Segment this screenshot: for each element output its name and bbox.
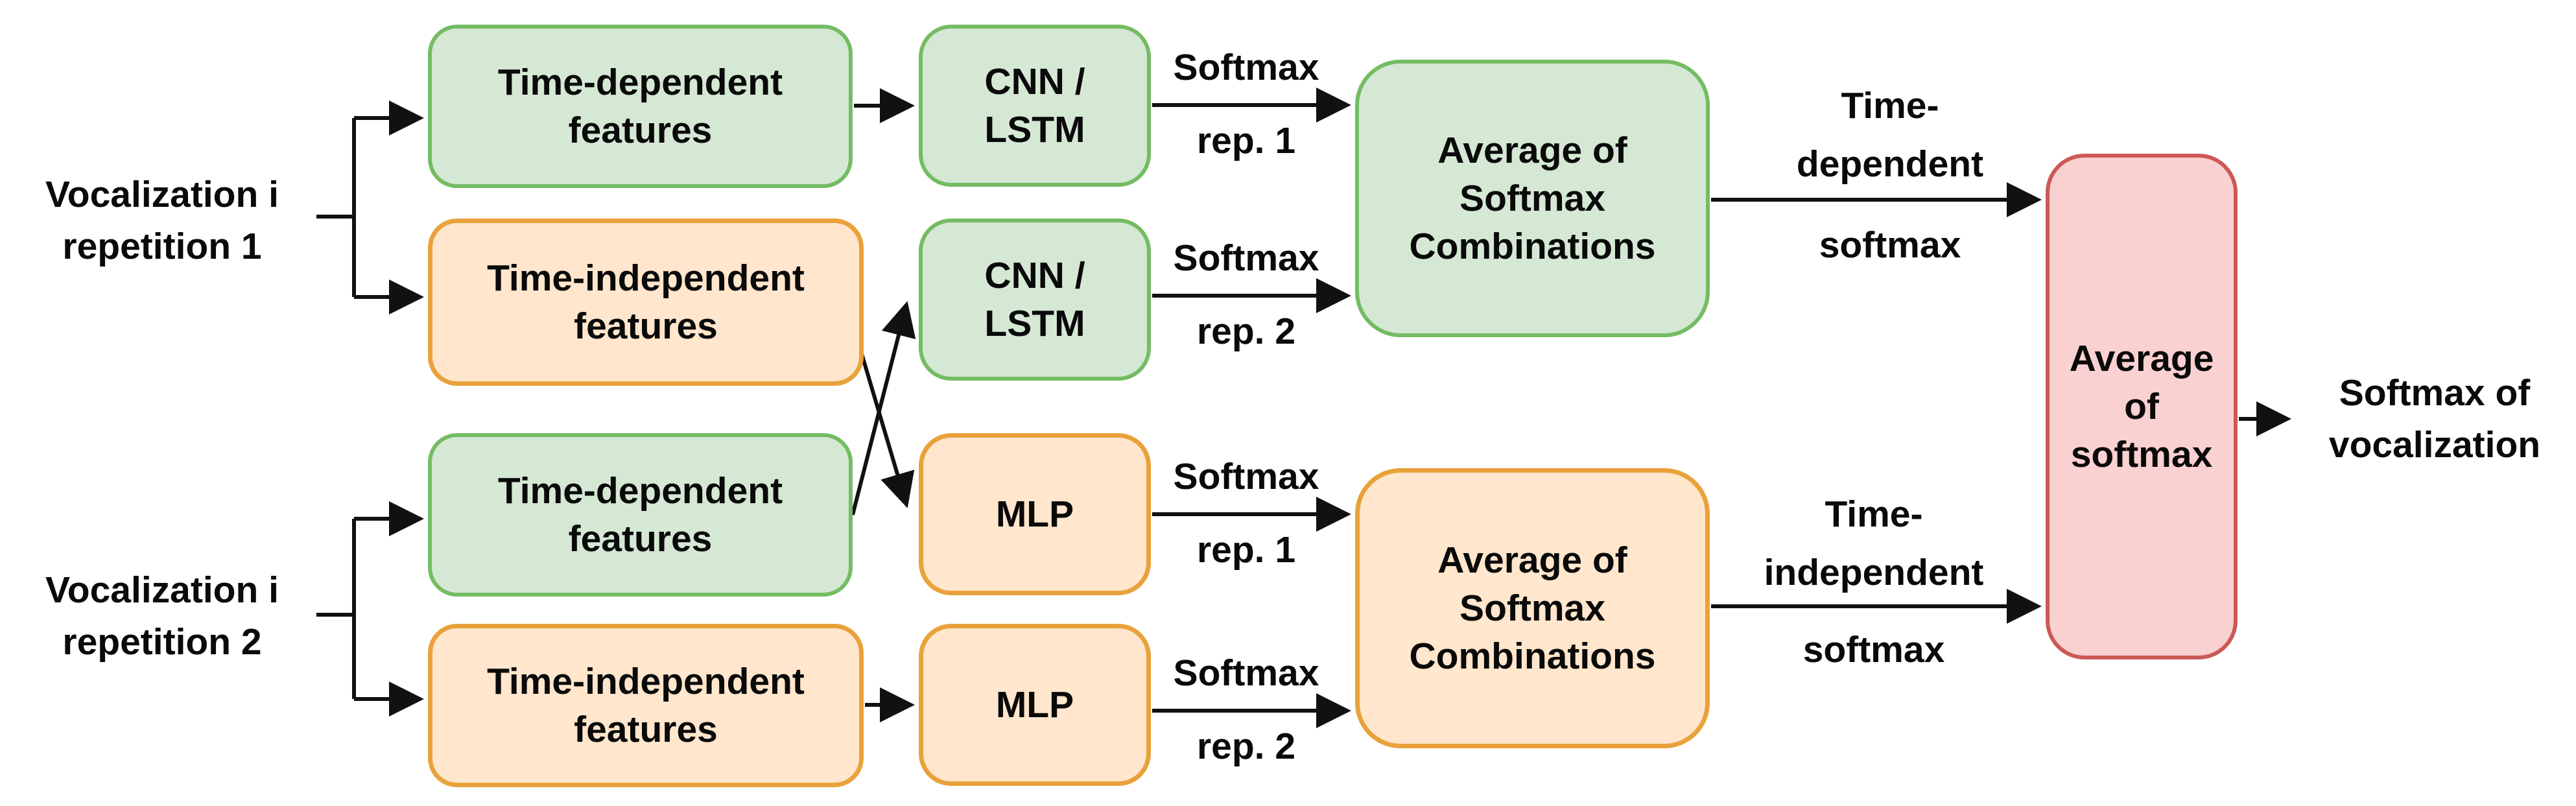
- time-dependent-features-rep2-box: Time-dependent features: [428, 433, 853, 597]
- average-of-softmax-final-box: Average of softmax: [2046, 154, 2238, 659]
- cnn-lstm-rep2-label: CNN / LSTM: [984, 254, 1085, 344]
- input-label-vocalization-rep1: Vocalization i repetition 1: [45, 174, 279, 267]
- softmax-rep1-td-label-top: Softmax: [1173, 47, 1319, 88]
- softmax-rep1-ti-label-top: Softmax: [1173, 456, 1319, 497]
- average-softmax-combinations-ti-box: Average of Softmax Combinations: [1355, 468, 1710, 748]
- connector-td2-to-cnn2-cross: [851, 301, 916, 516]
- input-label-vocalization-rep2: Vocalization i repetition 2: [45, 569, 279, 663]
- softmax-rep2-td-label-top: Softmax: [1173, 237, 1319, 279]
- time-dependent-features-rep1-box: Time-dependent features: [428, 25, 853, 188]
- average-of-softmax-final-label: Average of softmax: [2069, 337, 2214, 476]
- cnn-lstm-rep2-box: CNN / LSTM: [919, 219, 1151, 381]
- mlp-rep2-box: MLP: [919, 624, 1151, 786]
- time-dependent-softmax-label-top: Time- dependent: [1796, 85, 1984, 185]
- cnn-lstm-rep1-box: CNN / LSTM: [919, 25, 1151, 187]
- time-independent-features-rep1-box: Time-independent features: [428, 219, 864, 386]
- softmax-rep2-ti-label-bottom: rep. 2: [1196, 726, 1296, 767]
- softmax-rep1-ti-label-bottom: rep. 1: [1196, 529, 1296, 571]
- mlp-rep2-label: MLP: [995, 683, 1074, 726]
- average-softmax-combinations-td-box: Average of Softmax Combinations: [1355, 60, 1710, 337]
- time-independent-softmax-label-bottom: softmax: [1802, 629, 1945, 670]
- average-softmax-combinations-ti-label: Average of Softmax Combinations: [1409, 539, 1656, 678]
- time-independent-features-rep1-label: Time-independent features: [487, 257, 805, 347]
- time-independent-features-rep2-label: Time-independent features: [487, 660, 805, 750]
- time-independent-features-rep2-box: Time-independent features: [428, 624, 864, 787]
- softmax-rep2-ti-label-top: Softmax: [1173, 652, 1319, 694]
- softmax-rep2-td-label-bottom: rep. 2: [1196, 311, 1296, 352]
- cnn-lstm-rep1-label: CNN / LSTM: [984, 60, 1085, 150]
- time-independent-softmax-label-top: Time- independent: [1764, 493, 1984, 593]
- mlp-rep1-box: MLP: [919, 433, 1151, 595]
- time-dependent-softmax-label-bottom: softmax: [1819, 224, 1961, 266]
- softmax-rep1-td-label-bottom: rep. 1: [1196, 120, 1296, 161]
- time-dependent-features-rep1-label: Time-dependent features: [497, 61, 783, 151]
- time-dependent-features-rep2-label: Time-dependent features: [497, 469, 783, 560]
- mlp-rep1-label: MLP: [995, 493, 1074, 535]
- output-label-softmax-of-vocalization: Softmax of vocalization: [2328, 372, 2541, 466]
- average-softmax-combinations-td-label: Average of Softmax Combinations: [1409, 129, 1656, 268]
